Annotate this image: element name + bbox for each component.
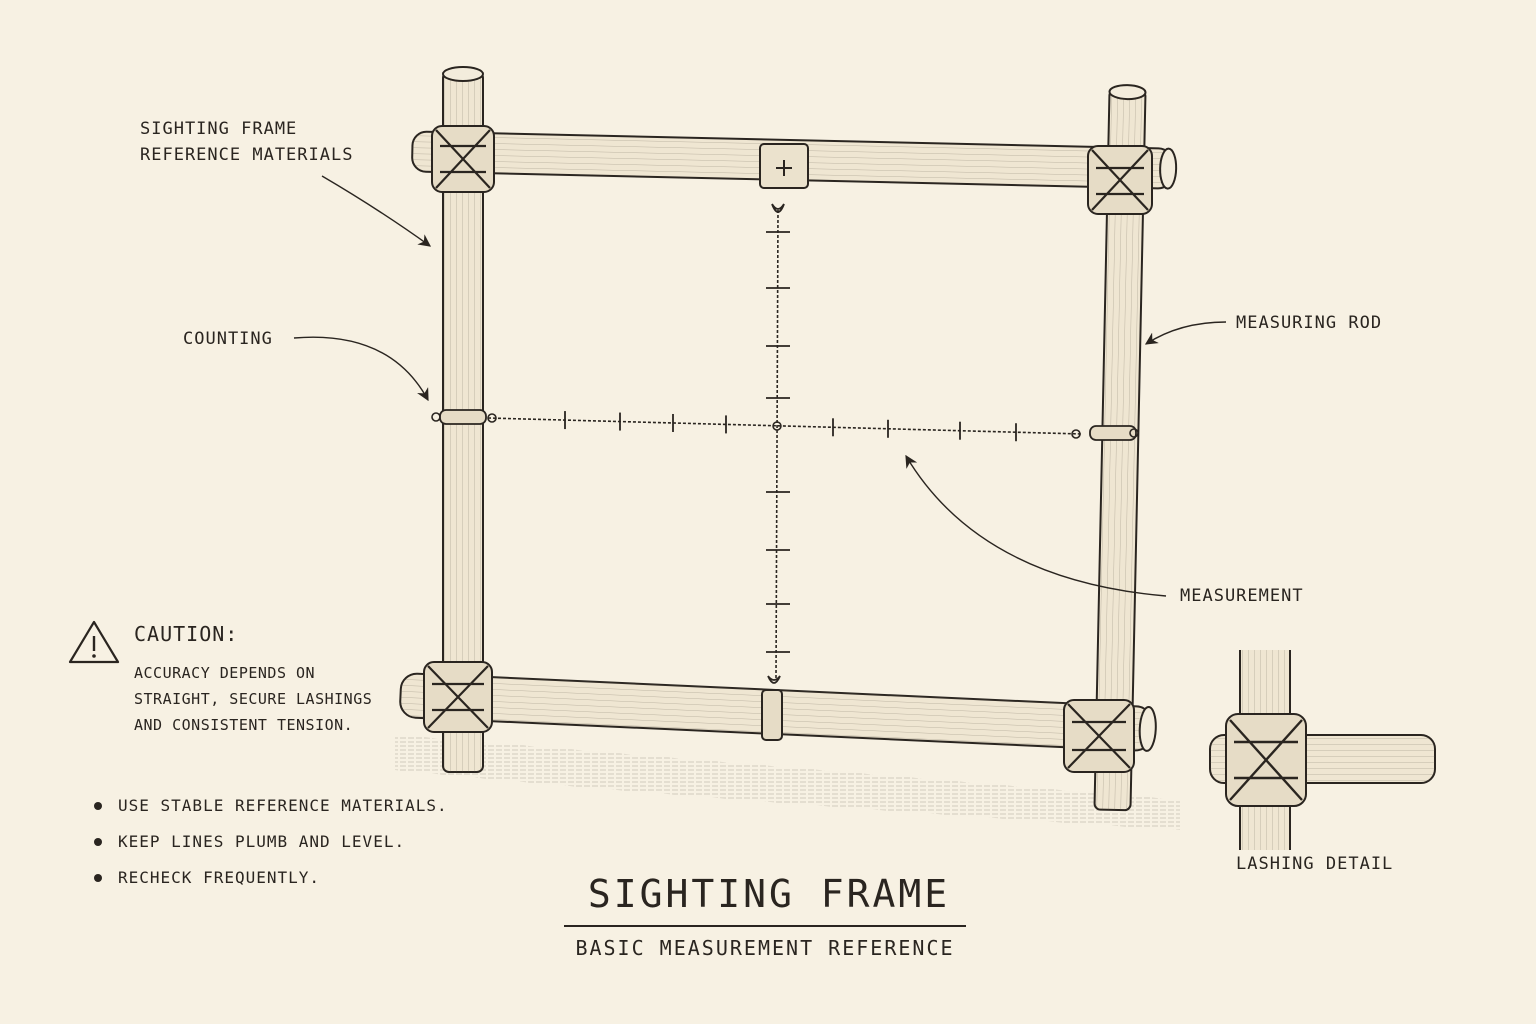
arrow-reference-materials (321, 175, 432, 247)
vertical-tick-marks (766, 231, 790, 653)
list-item: RECHECK FREQUENTLY. (92, 860, 448, 896)
corner-lashing-bottom-right (1063, 699, 1135, 773)
corner-lashing-bottom-left (423, 661, 493, 733)
page-title: SIGHTING FRAME (587, 872, 951, 916)
list-item: USE STABLE REFERENCE MATERIALS. (92, 788, 448, 824)
label-counting: COUNTING (183, 329, 273, 349)
caution-title: CAUTION: (134, 622, 239, 646)
corner-lashing-top-left (431, 125, 495, 193)
right-string-wrap (1071, 425, 1139, 441)
left-string-wrap (431, 409, 497, 425)
corner-lashing-top-right (1087, 145, 1153, 215)
label-sighting-frame-reference: SIGHTING FRAME REFERENCE MATERIALS (140, 116, 353, 168)
list-item: KEEP LINES PLUMB AND LEVEL. (92, 824, 448, 860)
bottom-wrap (761, 675, 783, 741)
page-subtitle: BASIC MEASUREMENT REFERENCE (575, 936, 955, 960)
label-line-2: REFERENCE MATERIALS (140, 145, 354, 165)
horizontal-tick-marks (564, 411, 1017, 442)
top-clamp (759, 143, 809, 189)
warning-triangle-icon (68, 620, 120, 664)
arrow-measurement (905, 454, 1167, 597)
title-rule (564, 925, 966, 927)
ground-shading (395, 735, 1180, 830)
label-measuring-rod: MEASURING ROD (1236, 313, 1383, 333)
lashing-detail-inset (1209, 650, 1436, 850)
vertical-string (771, 203, 785, 679)
label-line-1: SIGHTING FRAME (140, 119, 298, 139)
label-measurement: MEASUREMENT (1180, 586, 1304, 606)
right-post (1093, 84, 1147, 812)
horizontal-string (487, 417, 1083, 435)
arrow-measuring-rod (1144, 321, 1227, 345)
tips-list: USE STABLE REFERENCE MATERIALS. KEEP LIN… (92, 788, 448, 896)
caution-body: ACCURACY DEPENDS ON STRAIGHT, SECURE LAS… (134, 664, 373, 734)
arrow-counting (293, 336, 429, 402)
label-lashing-detail: LASHING DETAIL (1236, 854, 1394, 874)
